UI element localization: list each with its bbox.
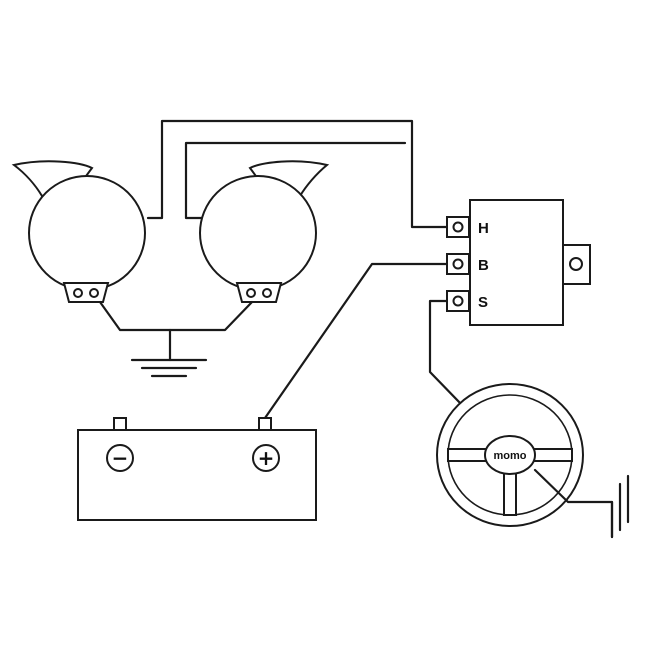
right-horn-bolt-2 (262, 288, 272, 298)
relay-terminal-b-screw (452, 258, 464, 270)
right-horn-bracket (235, 282, 283, 303)
battery-negative-label: − (112, 446, 129, 470)
relay: H B S (446, 199, 591, 326)
steering-wheel-spoke-bottom (503, 469, 517, 516)
battery-body (77, 429, 317, 521)
battery-negative-post (113, 417, 127, 431)
relay-mount-hole (569, 257, 583, 271)
battery: − + (77, 417, 317, 521)
battery-negative-terminal (106, 444, 134, 472)
wire-battery-to-b (263, 262, 449, 420)
right-horn-bolt-1 (246, 288, 256, 298)
battery-positive-terminal (252, 444, 280, 472)
steering-wheel-spoke-left (447, 448, 489, 462)
battery-positive-label: + (258, 446, 275, 470)
relay-terminal-s-screw (452, 295, 464, 307)
wire-left-horn-to-h (146, 119, 449, 229)
steering-wheel-spoke-right (531, 448, 573, 462)
relay-terminal-h-label: H (478, 220, 489, 237)
wire-right-horn-to-h (184, 141, 407, 220)
horn-button-label: momo (494, 450, 527, 462)
left-horn-bolt-1 (73, 288, 83, 298)
relay-terminal-s-label: S (478, 294, 488, 311)
battery-positive-post (258, 417, 272, 431)
left-horn-bracket (62, 282, 110, 303)
relay-terminal-h-screw (452, 221, 464, 233)
relay-terminal-b-label: B (478, 257, 489, 274)
right-horn (199, 160, 330, 303)
left-horn-body (28, 175, 146, 291)
left-horn (11, 160, 146, 303)
right-horn-body (199, 175, 317, 291)
left-horn-bolt-2 (89, 288, 99, 298)
wire-horns-to-ground (98, 300, 254, 332)
horn-ground-symbol (130, 358, 208, 378)
horn-button-hub (484, 435, 536, 475)
steering-wheel: momo (436, 383, 584, 527)
wheel-ground-symbol (610, 474, 630, 539)
